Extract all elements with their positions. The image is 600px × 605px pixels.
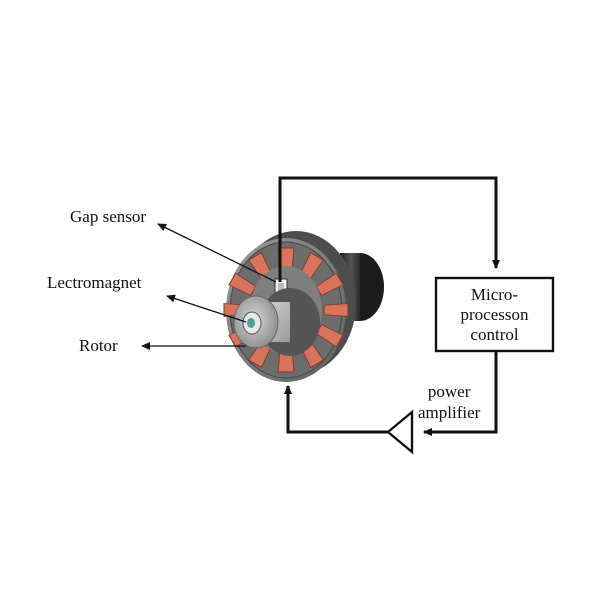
amplifier-triangle: [386, 409, 414, 455]
signal-loop: [278, 176, 500, 436]
rotor-label: Rotor: [79, 336, 118, 355]
amplifier-text: power amplifier: [418, 381, 480, 423]
label-leader-lines: [141, 223, 277, 350]
amplifier-to-magnet-line: [284, 385, 388, 434]
electromagnet-label: Lectromagnet: [47, 273, 142, 292]
controller-line-1: Micro-: [470, 285, 519, 304]
controller-line-3: control: [470, 325, 519, 344]
gap-sensor-leader: [157, 223, 277, 283]
controller-text: Micro- processon control: [436, 280, 553, 350]
gap-sensor-label: Gap sensor: [70, 207, 147, 226]
controller-line-2: processon: [460, 305, 529, 324]
electromagnet-leader: [166, 294, 247, 323]
amplifier-line-2: amplifier: [418, 403, 481, 422]
controller-to-amplifier-line: [423, 352, 498, 436]
amplifier-line-1: power: [427, 382, 471, 401]
rotor: [233, 288, 320, 356]
controller-box: [434, 276, 555, 353]
sensor-to-controller-line: [278, 176, 500, 282]
